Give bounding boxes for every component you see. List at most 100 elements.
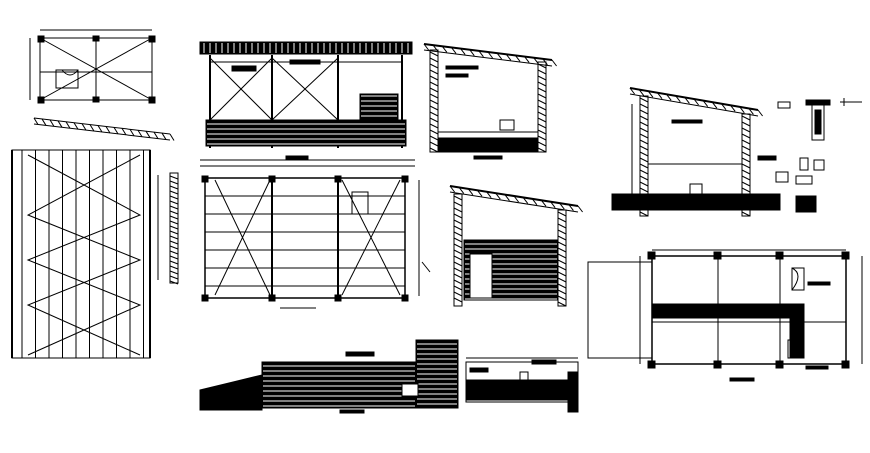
truss-member [496,52,503,60]
column-hatch-line [429,87,439,93]
front-elevation-braced [199,41,413,160]
truss-member [513,195,519,203]
truss-web [423,43,557,67]
strip-hatch [169,250,179,255]
column-hatch-line [537,147,547,153]
column-hatch-line [429,105,439,111]
base-wall-hatch [207,95,405,145]
column-hatch-line [537,105,547,111]
truss-web [449,185,583,213]
lower-wall-hatch [263,343,457,407]
truss-member [551,59,557,67]
column-hatch-line [429,123,439,129]
column-hatch-line [537,123,547,129]
truss-member [441,45,448,53]
truss-member [666,93,672,101]
right-floor-plan [587,249,863,382]
truss-member [487,51,493,59]
column-hatch-line [639,121,649,127]
truss-member [657,92,663,100]
column-hatch-line [537,141,547,147]
column-hatch [429,51,547,153]
column-hatch-line [453,231,463,237]
column-hatch-line [429,93,439,99]
column-hatch-line [741,181,751,187]
column-hatch-line [741,139,751,145]
truss-member [721,103,727,111]
rafter-tick [89,124,95,132]
rafter-tick [65,121,71,129]
column-hatch-line [537,87,547,93]
column-hatch-line [557,283,567,289]
truss-member [711,101,718,109]
right-section-truss [611,87,781,217]
column-hatch [453,195,567,307]
column-hatch-line [639,169,649,175]
column-hatch-line [453,285,463,291]
column-hatch-line [741,175,751,181]
column-hatch-line [557,265,567,271]
strip-hatch [169,230,179,235]
column-hatch-line [453,261,463,267]
column-hatch-line [639,145,649,151]
roof-hatch [203,43,409,53]
strip-hatch [169,245,179,250]
strip-hatch [169,280,179,285]
rafter-tick [33,117,39,125]
floor-beams [205,195,405,287]
column-hatch-line [741,211,751,217]
strip-hatch [169,265,179,270]
column-strip-detail [157,172,179,285]
column-hatch-line [741,169,751,175]
truss-member [541,199,547,207]
column-hatch-line [429,69,439,75]
column-hatch-line [537,81,547,87]
truss-member [451,47,457,54]
truss-member [515,55,521,62]
truss-member [495,192,501,200]
truss-member [504,194,510,201]
strip-hatch [169,240,179,245]
column-hatch-line [741,157,751,163]
rafter-tick [41,118,47,126]
rafter-tick [73,122,79,130]
column-hatch-line [639,181,649,187]
column-hatch-line [429,141,439,147]
column-hatch-line [429,75,439,81]
column-hatch-line [557,259,567,265]
column-hatch-line [429,135,439,141]
column-hatch-line [639,151,649,157]
column-hatch-line [429,129,439,135]
column-hatch-line [429,99,439,105]
column-hatch-line [537,93,547,99]
truss-web [629,87,763,117]
column-hatch-line [429,81,439,87]
truss-member [693,98,699,106]
truss-member [629,87,635,95]
column-hatch-line [453,267,463,273]
truss-member [449,185,455,193]
strip-hatch [169,195,179,200]
rafter-tick [121,128,127,136]
rafter-tick [169,133,175,141]
truss-member [550,201,556,209]
rafter-tick [49,119,55,127]
column-hatch-line [429,57,439,63]
rafter-tick [97,125,103,133]
strip-hatch [169,190,179,195]
column-hatch-line [429,51,439,57]
column-hatch-line [639,139,649,145]
rafter-tick [145,130,151,138]
truss-member [568,204,574,211]
column-hatch-line [453,243,463,249]
rafter-tick [105,126,111,134]
column-hatch-line [639,211,649,217]
column-hatch-line [453,201,463,207]
roof-purlin-lines [12,149,150,359]
column-hatch-line [639,187,649,193]
column-hatch-line [429,147,439,153]
column-hatch-line [741,187,751,193]
column-hatch-line [557,229,567,235]
column-hatch-line [453,291,463,297]
truss-member [460,48,466,55]
